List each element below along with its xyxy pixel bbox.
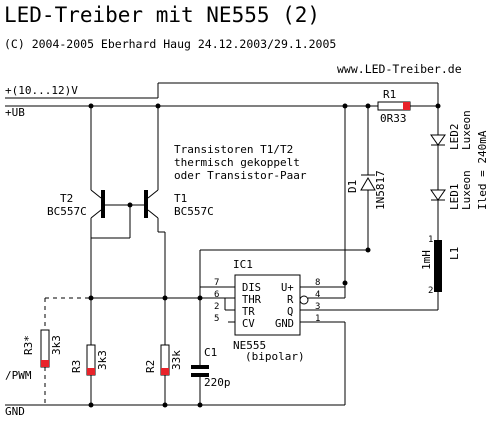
supply-range-label: +(10...12)V	[5, 84, 78, 97]
svg-text:1mH: 1mH	[420, 250, 433, 270]
svg-text:LED2: LED2	[448, 124, 461, 151]
svg-text:8: 8	[315, 278, 320, 288]
svg-text:0R33: 0R33	[380, 112, 407, 125]
svg-text:7: 7	[214, 278, 219, 288]
svg-text:1N5817: 1N5817	[374, 170, 387, 210]
svg-text:5: 5	[214, 314, 219, 324]
d1-diode: D1 1N5817	[346, 106, 387, 250]
svg-text:IC1: IC1	[233, 258, 253, 271]
svg-text:2: 2	[428, 286, 433, 296]
svg-text:6: 6	[214, 290, 219, 300]
l1-inductor: 1 2 1mH L1	[420, 235, 461, 296]
svg-text:DIS: DIS	[242, 282, 261, 294]
r2-resistor: R2 33k	[144, 344, 183, 405]
svg-text:R3*: R3*	[22, 335, 35, 355]
svg-text:U+: U+	[281, 282, 294, 294]
led2: LED2 Luxeon	[430, 110, 473, 190]
pwm-label: /PWM	[5, 369, 32, 382]
ic1-wiring	[91, 106, 439, 405]
svg-text:THR: THR	[242, 294, 262, 306]
svg-text:(bipolar): (bipolar)	[245, 350, 305, 363]
led-current-note: Iled = 240mA	[476, 130, 489, 210]
t2-transistor: T2 BC557C	[47, 106, 131, 298]
copyright-line: (C) 2004-2005 Eberhard Haug 24.12.2003/2…	[4, 37, 336, 51]
svg-text:2: 2	[214, 302, 219, 312]
svg-text:TR: TR	[242, 306, 255, 318]
t1-transistor: T1 BC557C	[130, 106, 214, 345]
led1: LED1 Luxeon	[430, 170, 473, 240]
supply-rails	[5, 82, 439, 406]
svg-text:Transistoren T1/T2: Transistoren T1/T2	[174, 143, 293, 156]
r1-resistor: R1 0R33	[377, 88, 411, 125]
svg-text:220p: 220p	[204, 376, 231, 389]
svg-text:R2: R2	[144, 360, 157, 373]
svg-text:Luxeon: Luxeon	[460, 110, 473, 150]
r3star-resistor: R3* 3k3	[22, 297, 91, 405]
c1-capacitor: C1 220p	[191, 345, 231, 405]
svg-text:T2: T2	[60, 192, 73, 205]
svg-text:R1: R1	[383, 88, 396, 101]
svg-text:oder Transistor-Paar: oder Transistor-Paar	[174, 169, 307, 182]
svg-text:D1: D1	[346, 180, 359, 193]
thermal-coupling-note: Transistoren T1/T2 thermisch gekoppelt o…	[174, 143, 307, 182]
svg-text:thermisch gekoppelt: thermisch gekoppelt	[174, 156, 300, 169]
ic1-ne555: IC1 DIS THR TR CV U+ R Q GND 7 6 2 5 8 4…	[214, 258, 320, 363]
svg-text:C1: C1	[204, 346, 217, 359]
svg-text:GND: GND	[275, 318, 294, 330]
svg-text:LED1: LED1	[448, 184, 461, 211]
svg-text:3k3: 3k3	[50, 335, 63, 355]
svg-text:1: 1	[315, 314, 320, 324]
svg-text:3: 3	[315, 302, 320, 312]
gnd-label: GND	[5, 405, 25, 418]
svg-text:T1: T1	[174, 192, 187, 205]
schematic-title: LED-Treiber mit NE555 (2)	[4, 3, 320, 27]
r3-resistor: R3 3k3	[70, 298, 109, 405]
svg-text:CV: CV	[242, 318, 255, 330]
svg-text:33k: 33k	[170, 350, 183, 370]
svg-text:R3: R3	[70, 360, 83, 373]
svg-text:BC557C: BC557C	[174, 205, 214, 218]
svg-text:3k3: 3k3	[96, 350, 109, 370]
ub-label: +UB	[5, 106, 25, 119]
svg-text:4: 4	[315, 290, 320, 300]
svg-text:BC557C: BC557C	[47, 205, 87, 218]
svg-text:L1: L1	[448, 247, 461, 260]
svg-text:Q: Q	[287, 306, 293, 318]
svg-text:R: R	[287, 294, 294, 306]
website-label: www.LED-Treiber.de	[337, 62, 462, 76]
svg-text:NE555: NE555	[233, 339, 266, 352]
svg-text:Luxeon: Luxeon	[460, 170, 473, 210]
svg-text:1: 1	[428, 235, 433, 245]
